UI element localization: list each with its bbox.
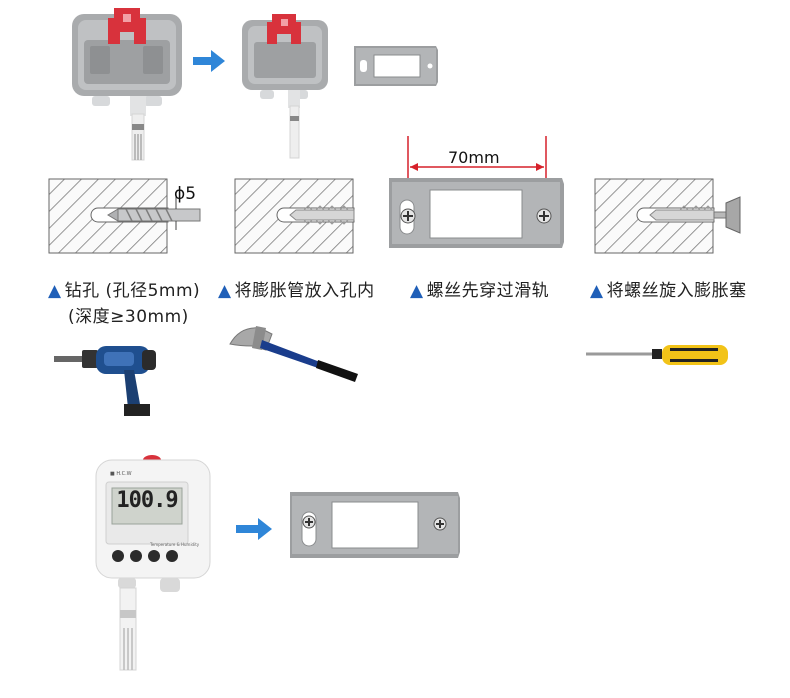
step-2-text: 将膨胀管放入孔内 [234, 281, 375, 301]
hammer-icon [229, 326, 358, 382]
triangle-marker-icon: ▲ [218, 281, 232, 301]
step-1-text: 钻孔 (孔径5mm) [64, 281, 201, 301]
right-arrow-icon [193, 50, 225, 72]
step-4-text: 将螺丝旋入膨胀塞 [606, 281, 747, 301]
transmitter-front-view [95, 455, 211, 671]
rail-dimension-label: 70mm [448, 148, 500, 167]
step-3-caption: ▲螺丝先穿过滑轨 [410, 276, 549, 301]
brand-mark: ■ H.C.W [110, 471, 132, 477]
step-1-caption: ▲钻孔 (孔径5mm) [48, 276, 200, 301]
step-3-text: 螺丝先穿过滑轨 [426, 281, 550, 301]
hole-diameter-label: ϕ5 [174, 184, 197, 204]
bracket-with-screws [389, 136, 564, 248]
panel-label: Temperature & Humidity [150, 542, 200, 547]
electric-drill-icon [54, 346, 156, 416]
mounted-bracket [290, 492, 460, 558]
triangle-marker-icon: ▲ [410, 281, 424, 301]
triangle-marker-icon: ▲ [48, 281, 62, 301]
transmitter-back-view-clip-removed [242, 14, 328, 159]
wall-section-drilling [48, 178, 201, 254]
step-4-caption: ▲将螺丝旋入膨胀塞 [590, 276, 747, 301]
step-2-caption: ▲将膨胀管放入孔内 [218, 276, 375, 301]
right-arrow-icon [236, 518, 272, 540]
screwdriver-icon [586, 345, 728, 365]
mounting-rail-bracket [354, 46, 438, 86]
wall-section-screw-into-anchor [594, 178, 741, 254]
triangle-marker-icon: ▲ [590, 281, 604, 301]
step-1-caption-line2: (深度≥30mm) [68, 307, 189, 327]
transmitter-back-view [72, 8, 182, 161]
wall-section-anchor [234, 178, 355, 254]
lcd-reading: 100.9 [116, 488, 178, 513]
